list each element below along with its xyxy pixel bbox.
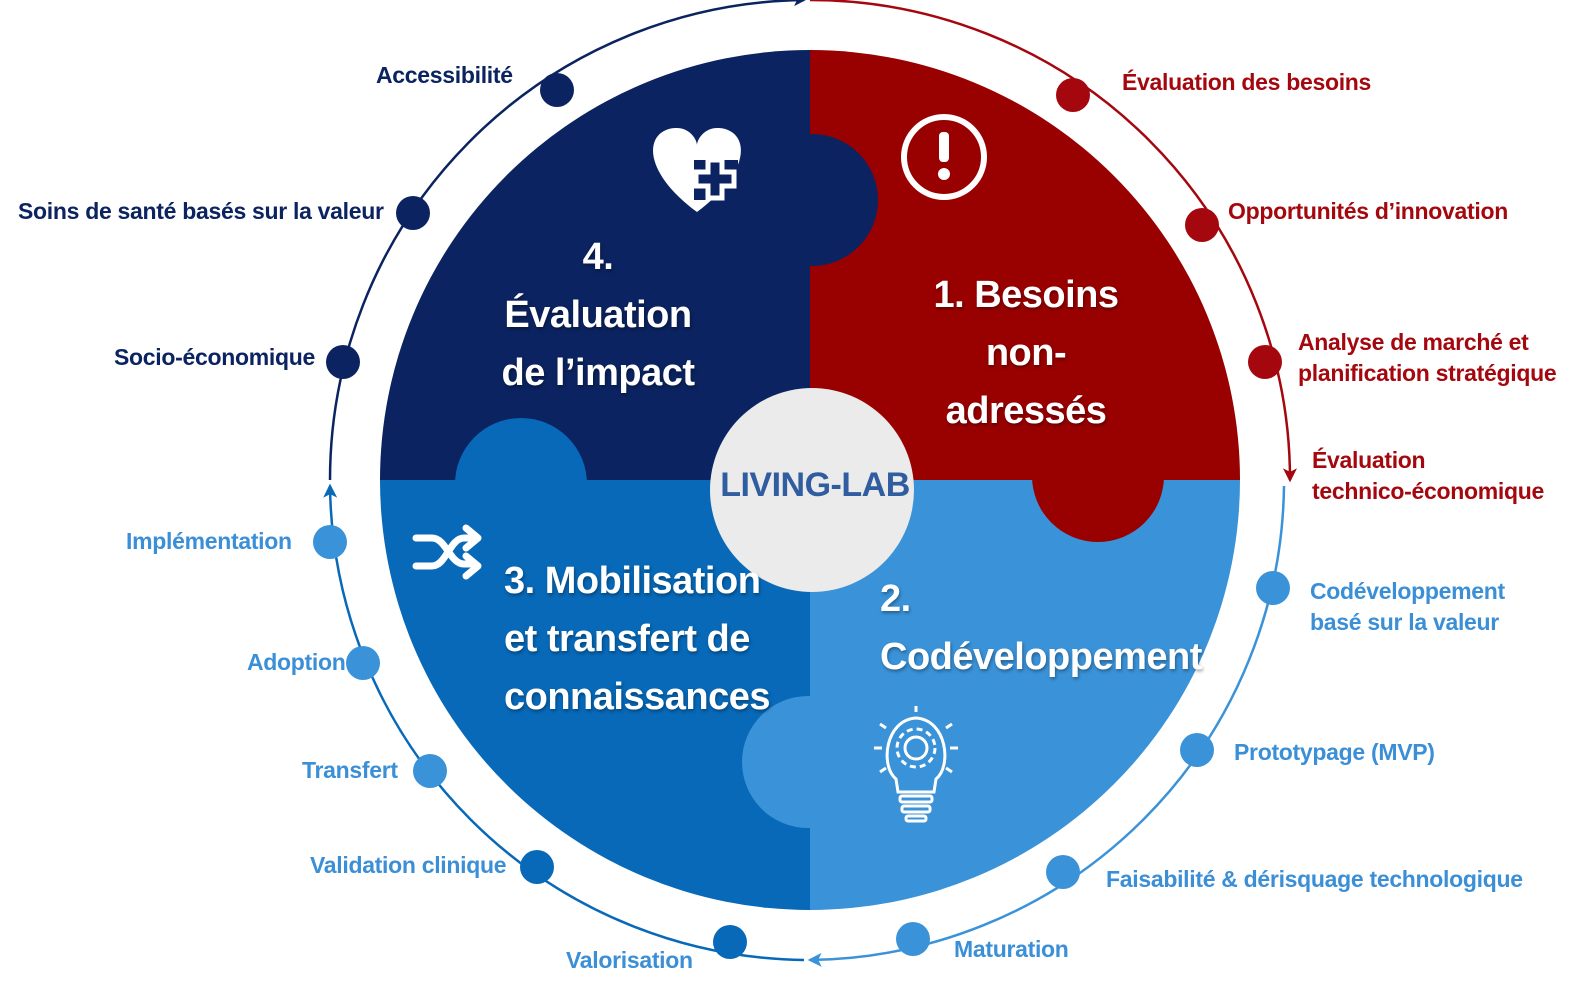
ring-dot	[313, 525, 347, 559]
exclamation-circle-icon	[901, 114, 987, 200]
ring-dot	[896, 922, 930, 956]
ring-label-implementation: Implémentation	[126, 528, 292, 554]
quadrant-3-line: 3. Mobilisation	[504, 560, 761, 602]
ring-label-opportunites: Opportunités d’innovation	[1228, 198, 1508, 224]
lightbulb-gear-icon	[874, 706, 958, 823]
ring-label-transfert: Transfert	[302, 757, 398, 783]
ring-label-line: Évaluation	[1312, 447, 1426, 473]
center-circle	[710, 388, 914, 592]
ring-label-line: basé sur la valeur	[1310, 609, 1499, 635]
ring-dot	[1256, 571, 1290, 605]
ring-label-evaluation-besoins: Évaluation des besoins	[1122, 69, 1372, 95]
ring-dot	[1248, 345, 1282, 379]
ring-dot	[1046, 855, 1080, 889]
ring-label-line: technico-économique	[1312, 478, 1544, 504]
puzzle-tab-navy	[746, 134, 878, 266]
puzzle-tab-red	[1032, 410, 1164, 542]
ring-label-accessibilite: Accessibilité	[376, 62, 513, 88]
quadrant-4-line: Évaluation	[504, 294, 692, 336]
ring-dot	[540, 73, 574, 107]
ring-dots	[313, 73, 1290, 959]
quadrant-3-line: connaissances	[504, 676, 770, 718]
ring-label-maturation: Maturation	[954, 936, 1069, 962]
quadrant-3-shape	[380, 480, 810, 910]
ring-label-line: Analyse de marché et	[1298, 329, 1529, 355]
ring-label-soins-valeur: Soins de santé basés sur la valeur	[18, 198, 384, 224]
quadrant-4-line: 4.	[582, 236, 614, 278]
ring-label-faisabilite: Faisabilité & dérisquage technologique	[1106, 866, 1523, 892]
ring-dot	[1185, 208, 1219, 242]
quadrant-1-line: non-adressés	[945, 332, 1107, 432]
ring-arc-blue	[323, 483, 805, 962]
quadrant-4-line: de l’impact	[501, 352, 696, 394]
quadrant-1-shape	[810, 50, 1240, 480]
ring-label-prototypage: Prototypage (MVP)	[1234, 739, 1435, 765]
quadrant-3-line: et transfert de	[504, 618, 750, 660]
puzzle-tab-blue	[455, 418, 587, 550]
ring-dot	[396, 196, 430, 230]
ring-dot	[413, 754, 447, 788]
quadrant-4-title: 4. Évaluation de l’impact	[498, 228, 698, 402]
ring-dot	[713, 925, 747, 959]
ring-label-socio-economique: Socio-économique	[114, 344, 315, 370]
puzzle-tab-lightblue	[742, 696, 874, 828]
ring-label-adoption: Adoption	[247, 649, 346, 675]
quadrant-3-title: 3. Mobilisation et transfert de connaiss…	[504, 552, 794, 726]
ring-dot	[346, 646, 380, 680]
ring-label-validation-clinique: Validation clinique	[310, 852, 507, 878]
quadrant-1-line: 1. Besoins	[933, 274, 1119, 316]
ring-label-codeveloppement-valeur: Codéveloppement basé sur la valeur	[1310, 576, 1505, 638]
heart-plus-icon	[653, 127, 741, 212]
center-label: LIVING-LAB	[720, 465, 910, 504]
ring-label-line: planification stratégique	[1298, 360, 1557, 386]
ring-dot	[1056, 78, 1090, 112]
shuffle-icon	[412, 524, 482, 580]
quadrant-2-line: 2.	[880, 578, 911, 620]
quadrant-2-line: Codéveloppement	[880, 636, 1202, 678]
quadrant-2-title: 2. Codéveloppement	[880, 570, 1202, 686]
ring-label-line: Codéveloppement	[1310, 578, 1505, 604]
ring-dot	[520, 850, 554, 884]
ring-label-analyse-marche: Analyse de marché et planification strat…	[1298, 327, 1557, 389]
ring-dot	[1180, 733, 1214, 767]
ring-label-valorisation: Valorisation	[566, 947, 693, 973]
ring-dot	[326, 345, 360, 379]
quadrant-1-title: 1. Besoins non-adressés	[910, 266, 1142, 440]
ring-label-technico-economique: Évaluation technico-économique	[1312, 445, 1544, 507]
